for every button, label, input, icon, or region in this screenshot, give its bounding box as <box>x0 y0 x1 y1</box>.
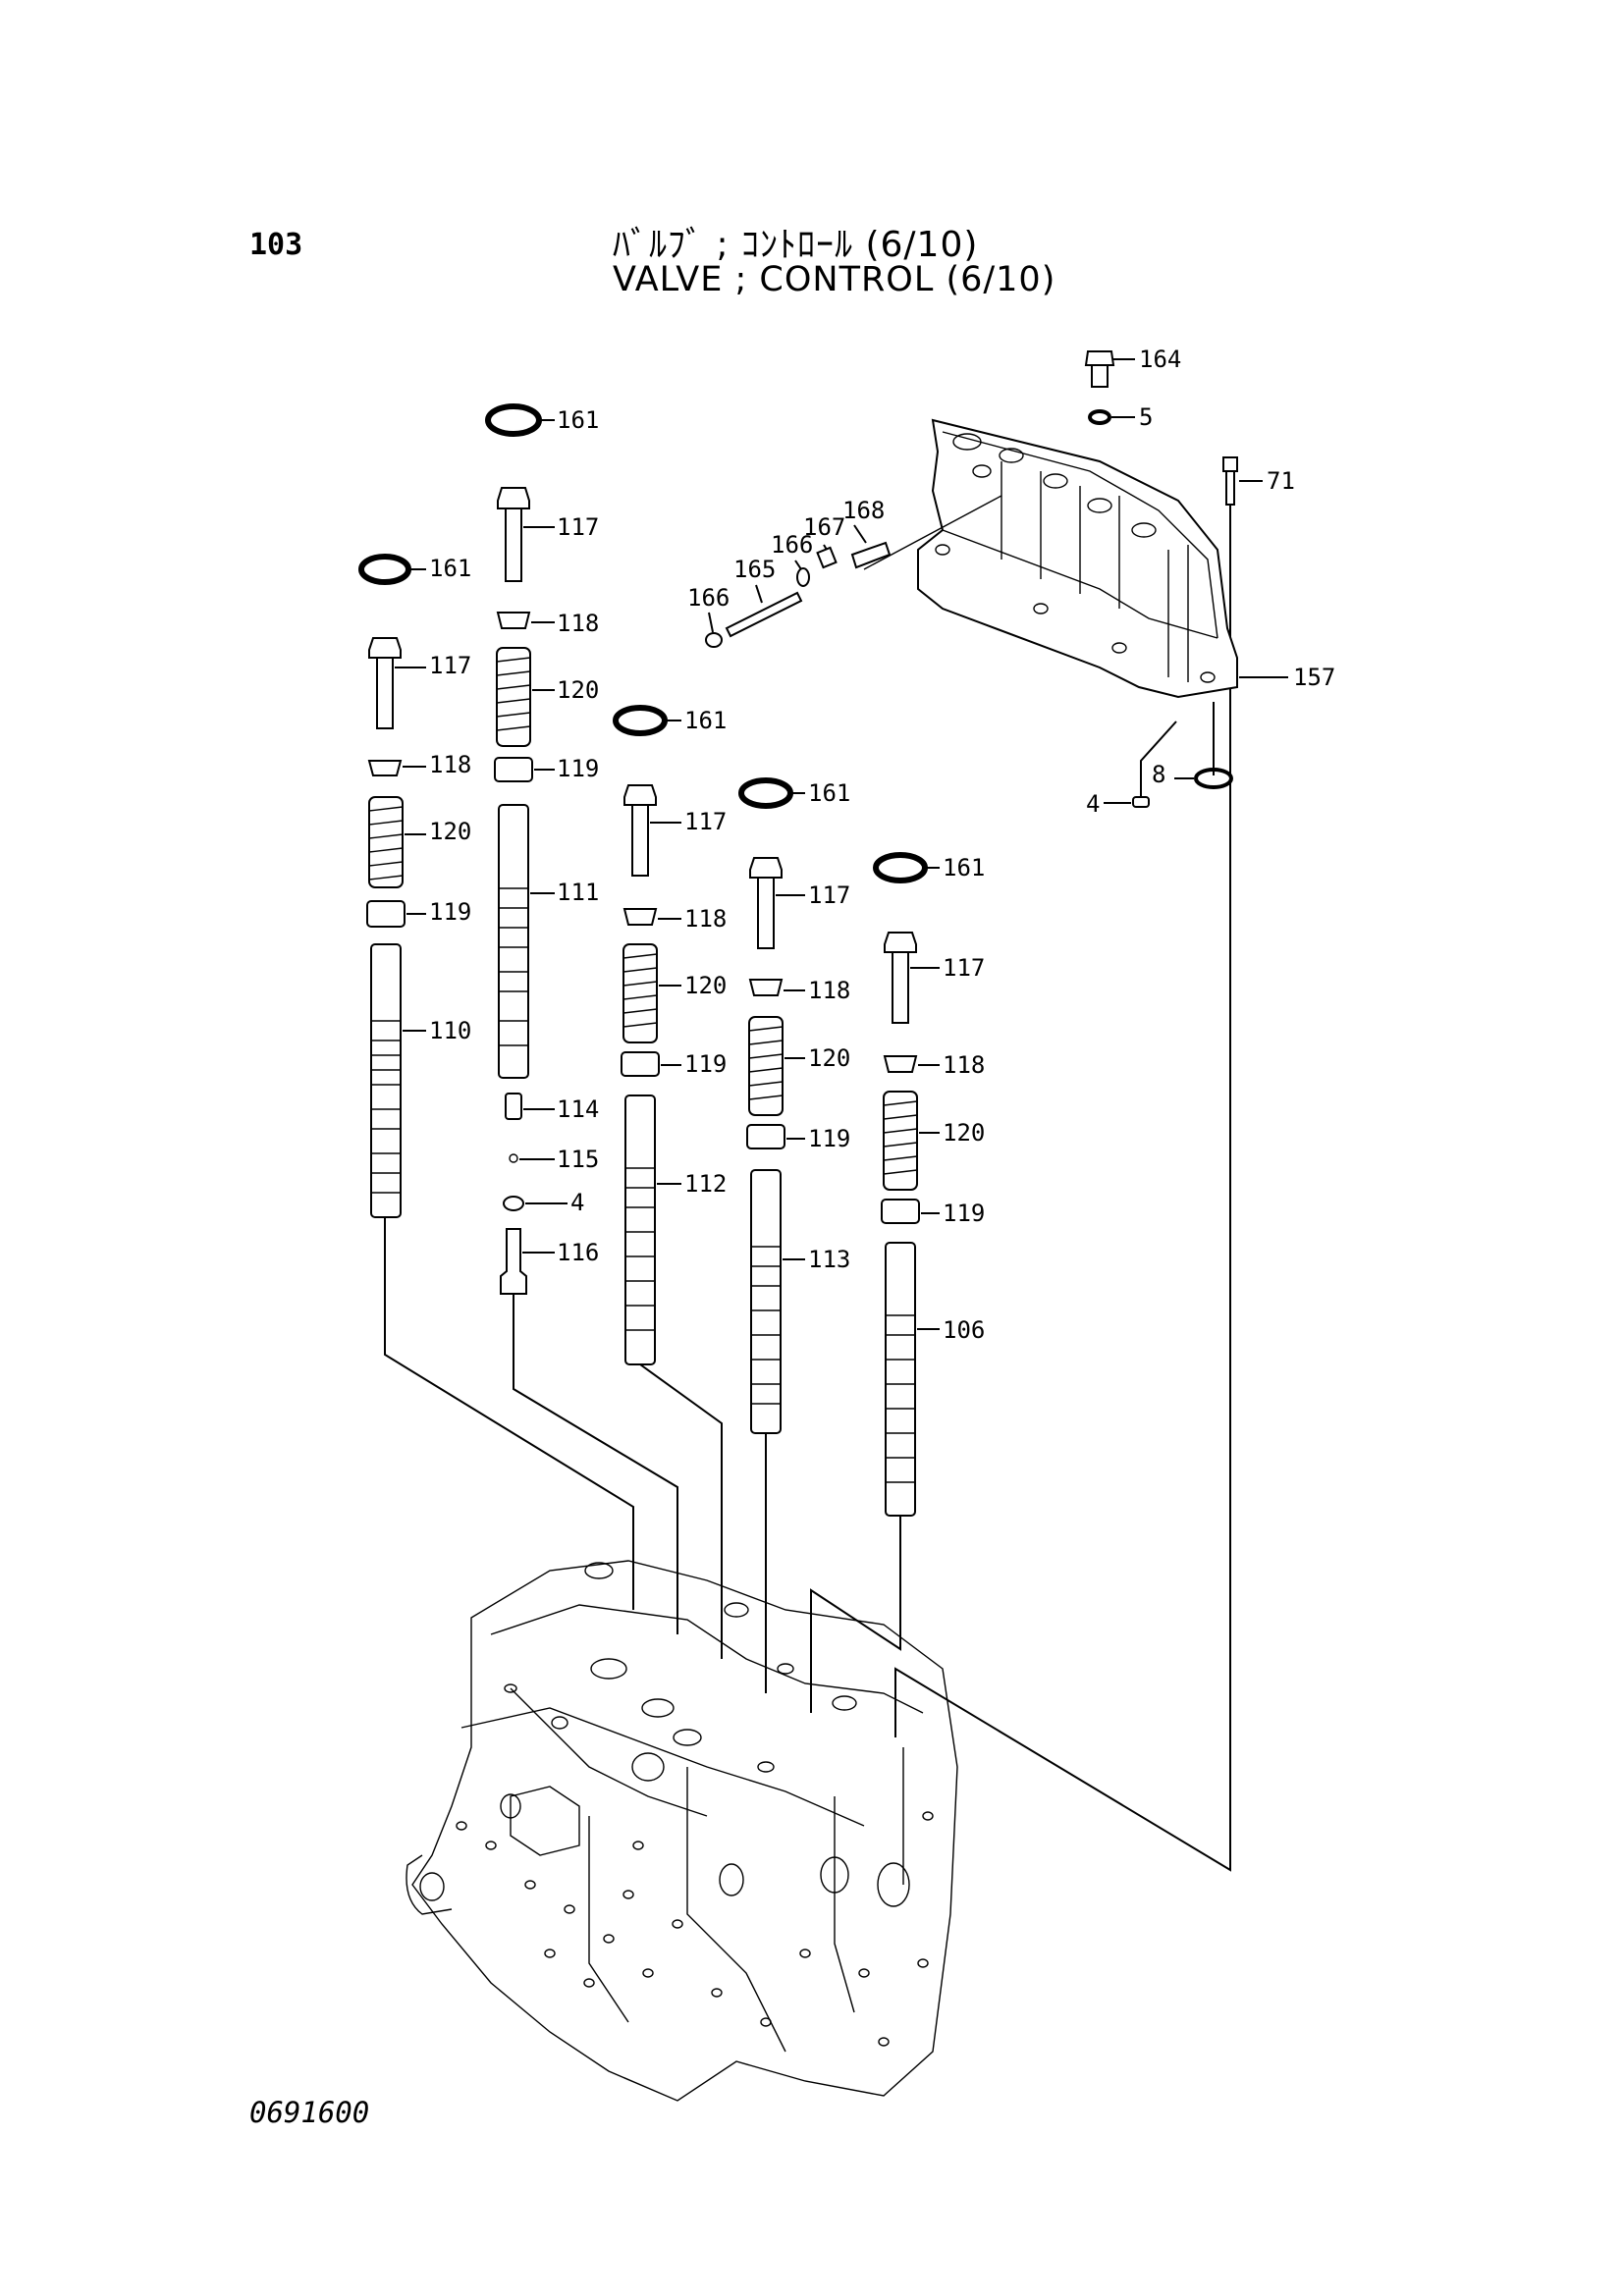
callout-label: 117 <box>557 513 599 541</box>
callout-label: 117 <box>684 808 727 835</box>
callout-label: 71 <box>1267 467 1295 495</box>
spool-assembly-112 <box>613 705 681 1365</box>
callout-label: 161 <box>808 779 850 807</box>
callout-label: 111 <box>557 879 599 906</box>
callout-label: 118 <box>429 751 471 778</box>
callout-label: 106 <box>943 1316 985 1344</box>
spring-120 <box>883 1091 918 1191</box>
callout-label: 119 <box>429 898 471 926</box>
callout-label: 161 <box>684 707 727 734</box>
assembly-leader-lines <box>384 486 1231 1872</box>
drawing-number: 0691600 <box>249 2096 370 2129</box>
spool-assembly-106 <box>873 852 940 1517</box>
callout-label: 5 <box>1139 403 1153 431</box>
spring-120 <box>622 943 658 1043</box>
callout-label: 161 <box>429 555 471 582</box>
callout-label: 120 <box>429 818 471 845</box>
callout-label: 118 <box>808 977 850 1004</box>
callout-label: 168 <box>842 497 885 524</box>
callout-label: 113 <box>808 1246 850 1273</box>
callout-label: 120 <box>808 1044 850 1072</box>
callout-label: 112 <box>684 1170 727 1198</box>
callout-label: 161 <box>557 406 599 434</box>
callout-label: 4 <box>570 1189 584 1216</box>
callout-label: 4 <box>1086 790 1100 818</box>
spring-120 <box>748 1016 784 1116</box>
callout-label: 167 <box>803 513 845 541</box>
callout-label: 110 <box>429 1017 471 1044</box>
spring-120 <box>368 796 404 888</box>
callout-label: 119 <box>808 1125 850 1152</box>
callout-label: 117 <box>429 652 471 679</box>
callout-label: 119 <box>943 1200 985 1227</box>
callout-label: 157 <box>1293 664 1335 691</box>
cover-assembly-157 <box>705 350 1288 808</box>
spool-assembly-111 <box>485 403 568 1295</box>
callout-label: 119 <box>684 1050 727 1078</box>
title-english: VALVE ; CONTROL (6/10) <box>613 260 1056 299</box>
callout-label: 117 <box>943 954 985 982</box>
callout-label: 8 <box>1152 761 1165 788</box>
callout-label: 118 <box>684 905 727 933</box>
callout-label: 119 <box>557 755 599 782</box>
spool-assembly-113 <box>738 777 805 1434</box>
control-valve-body <box>406 1560 958 2102</box>
page-number: 103 <box>249 228 303 262</box>
spool-assembly-110 <box>358 554 426 1218</box>
spring-120 <box>496 647 531 747</box>
callout-label: 114 <box>557 1095 599 1123</box>
callout-label: 115 <box>557 1146 599 1173</box>
title-japanese: ﾊﾞﾙﾌﾞ ; ｺﾝﾄﾛｰﾙ (6/10) <box>613 225 979 265</box>
callout-label: 116 <box>557 1239 599 1266</box>
callout-label: 118 <box>943 1051 985 1079</box>
callout-label: 166 <box>687 584 730 612</box>
callout-label: 165 <box>733 556 776 583</box>
callout-label: 117 <box>808 881 850 909</box>
callout-label: 166 <box>771 531 813 559</box>
callout-label: 120 <box>684 972 727 999</box>
callout-label: 161 <box>943 854 985 881</box>
callout-label: 120 <box>943 1119 985 1147</box>
callout-label: 120 <box>557 676 599 704</box>
callout-label: 118 <box>557 610 599 637</box>
callout-label: 164 <box>1139 346 1181 373</box>
